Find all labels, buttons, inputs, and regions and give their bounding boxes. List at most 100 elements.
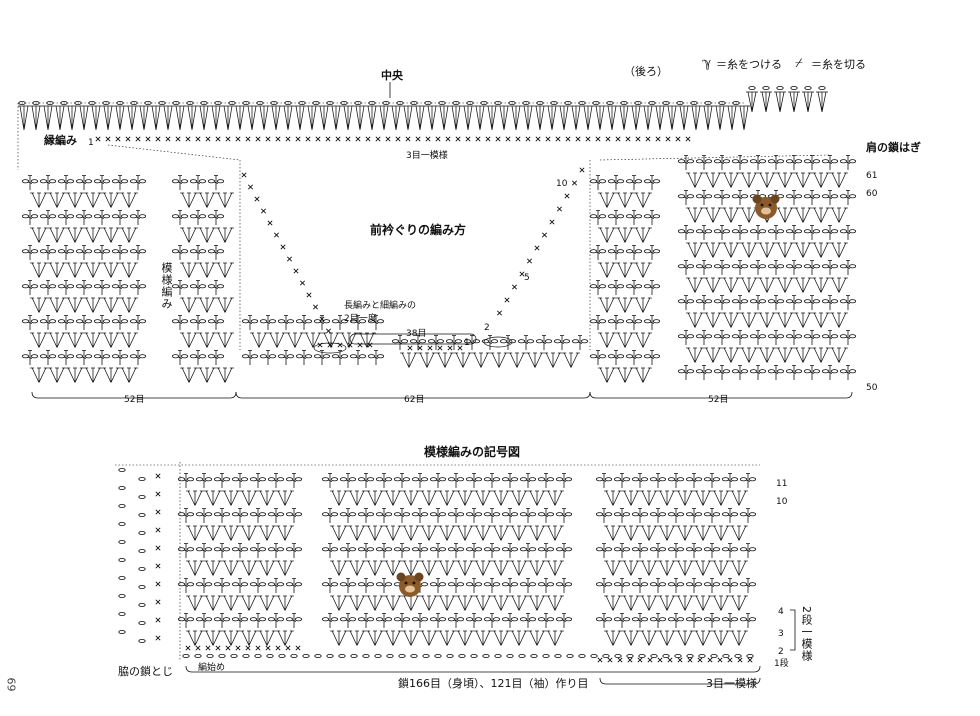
chain-stitch — [607, 214, 616, 219]
dc-fan — [794, 242, 812, 258]
chain-stitch — [438, 617, 447, 622]
dc-fan — [546, 630, 564, 646]
chain-stitch — [578, 101, 586, 106]
chain-stitch — [812, 229, 821, 234]
dc-fan — [198, 332, 216, 348]
dc-fan — [102, 192, 120, 208]
single-crochet — [155, 527, 161, 533]
chain-stitch — [48, 214, 57, 219]
chain-stitch — [222, 617, 231, 622]
chain-stitch — [604, 547, 613, 552]
chain-stitch — [384, 477, 393, 482]
chain-stitch — [48, 354, 57, 359]
chain-stitch — [794, 159, 803, 164]
dc-fan — [510, 490, 528, 506]
double-crochet — [301, 350, 307, 365]
chain-stitch — [748, 86, 756, 91]
dc-fan — [66, 297, 84, 313]
dc-fan — [216, 297, 234, 313]
single-crochet — [665, 136, 671, 142]
single-crochet — [427, 345, 433, 351]
chain-stitch — [694, 547, 703, 552]
double-crochet — [809, 330, 815, 345]
double-crochet — [363, 508, 369, 523]
dc-fan — [66, 227, 84, 243]
single-crochet — [155, 473, 161, 479]
chain-stitch — [375, 512, 384, 517]
chain-stitch — [186, 477, 195, 482]
dc-fan — [366, 630, 384, 646]
chain-stitch — [658, 512, 667, 517]
double-crochet — [637, 613, 643, 628]
double-crochet — [561, 543, 567, 558]
double-crochet — [613, 210, 619, 225]
dc-fan — [102, 227, 120, 243]
chain-stitch — [530, 654, 538, 659]
chain-stitch — [222, 582, 231, 587]
double-crochet — [709, 613, 715, 628]
single-crochet — [407, 345, 413, 351]
single-crochet — [205, 136, 211, 142]
chain-stitch — [436, 339, 445, 344]
dc-fan — [474, 630, 492, 646]
chain-stitch — [676, 617, 685, 622]
chain-stitch — [138, 284, 147, 289]
double-crochet — [363, 613, 369, 628]
chain-stitch — [189, 284, 198, 289]
chain-stitch — [411, 512, 420, 517]
chain-stitch — [640, 512, 649, 517]
chain-stitch — [278, 654, 286, 659]
chain-stitch — [249, 547, 258, 552]
double-crochet — [845, 225, 851, 240]
chain-stitch — [785, 159, 794, 164]
double-crochet — [489, 543, 495, 558]
dc-fan — [276, 490, 294, 506]
single-crochet — [355, 136, 361, 142]
double-crochet — [195, 245, 201, 260]
chain-stitch — [713, 264, 722, 269]
chain-stitch — [249, 617, 258, 622]
chain-stitch — [186, 547, 195, 552]
decrease-oval — [483, 336, 513, 348]
chain-stitch — [718, 101, 726, 106]
double-crochet — [255, 508, 261, 523]
chain-stitch — [285, 512, 294, 517]
dc-fan — [740, 277, 758, 293]
dc-fan — [704, 207, 722, 223]
double-crochet — [737, 225, 743, 240]
chain-stitch — [120, 214, 129, 219]
single-crochet — [327, 342, 333, 348]
foundation-label: 鎖166目（身頃）、121目（袖）作り目 — [398, 677, 589, 690]
single-crochet — [185, 136, 191, 142]
double-crochet — [327, 613, 333, 628]
chain-stitch — [427, 339, 436, 344]
chain-stitch — [762, 86, 770, 91]
chain-stitch — [694, 582, 703, 587]
double-crochet — [507, 508, 513, 523]
chain-stitch — [721, 547, 730, 552]
repeat-top-label: 3目一模様 — [406, 151, 448, 161]
dc-fan — [342, 105, 354, 131]
chain-stitch — [631, 582, 640, 587]
single-crochet — [315, 136, 321, 142]
chain-stitch — [447, 477, 456, 482]
start-label: 編始め — [198, 663, 226, 673]
chain-stitch — [713, 369, 722, 374]
dc-fan — [634, 332, 652, 348]
dc-fan — [794, 172, 812, 188]
chain-stitch — [30, 284, 39, 289]
chain-stitch — [794, 194, 803, 199]
chain-stitch — [677, 229, 686, 234]
chain-stitch — [48, 284, 57, 289]
chain-stitch — [631, 512, 640, 517]
double-crochet — [691, 508, 697, 523]
double-crochet — [601, 473, 607, 488]
double-crochet — [755, 330, 761, 345]
chain-stitch — [812, 159, 821, 164]
chain-stitch — [213, 477, 222, 482]
chain-stitch — [622, 582, 631, 587]
chain-stitch — [528, 582, 537, 587]
dc-fan — [740, 347, 758, 363]
chain-stitch — [189, 179, 198, 184]
chain-stitch — [722, 299, 731, 304]
